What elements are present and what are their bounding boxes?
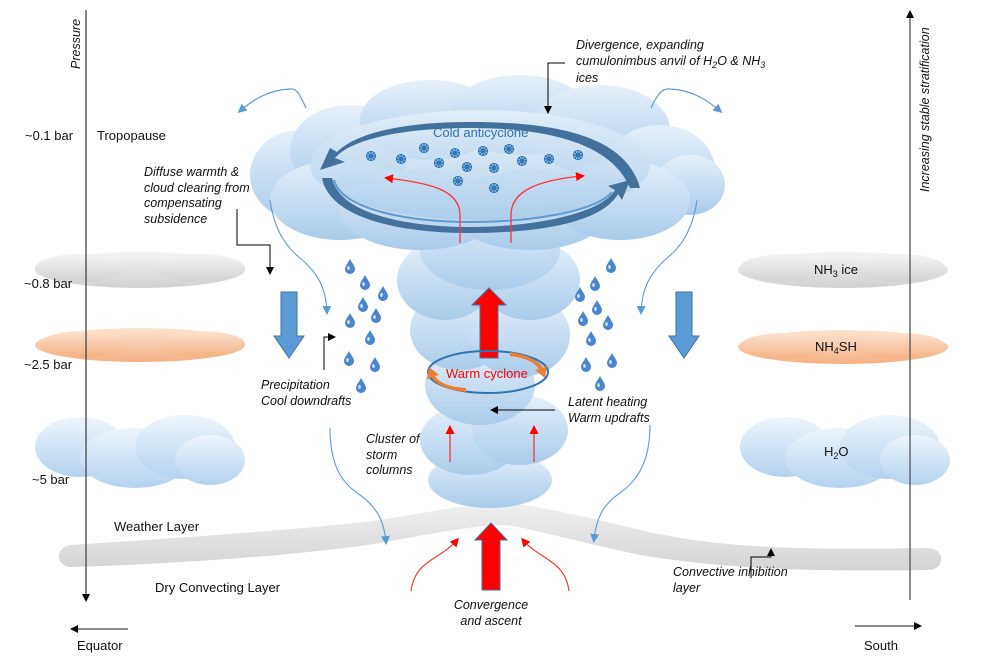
latent-heating-annotation: Latent heating Warm updrafts — [568, 395, 650, 425]
divergence-annotation: Divergence, expanding cumulonimbus anvil… — [576, 38, 766, 85]
pressure-level-0-1-bar: ~0.1 bar — [25, 128, 74, 143]
convergence-annotation: Convergence and ascent — [453, 598, 529, 628]
nh4sh-label: NH4SH — [815, 339, 857, 356]
nh3-ice-cloud-left — [35, 252, 245, 288]
pressure-level-0-8-bar: ~0.8 bar — [24, 276, 73, 291]
pressure-level-2-5-bar: ~2.5 bar — [24, 357, 73, 372]
equator-label: Equator — [77, 638, 123, 653]
updraft-arrow-column — [470, 287, 508, 359]
convergence-main-arrow — [473, 522, 509, 591]
inhibition-annotation: Convective inhibition layer — [673, 565, 788, 595]
raindrops-right — [575, 258, 617, 391]
dry-convecting-layer-label: Dry Convecting Layer — [155, 580, 280, 595]
outflow-arrow-left-top — [237, 88, 307, 113]
precipitation-annotation: Precipitation Cool downdrafts — [261, 378, 352, 408]
outflow-arrow-right-top — [650, 88, 723, 113]
diffuse-pointer — [236, 209, 274, 275]
tropopause-label: Tropopause — [97, 128, 166, 143]
warm-cyclone-label: Warm cyclone — [446, 366, 528, 381]
weather-layer-label: Weather Layer — [114, 519, 200, 534]
h2o-label: H2O — [824, 444, 849, 461]
divergence-pointer — [544, 62, 565, 114]
descent-arrow-left — [329, 427, 390, 545]
inhibition-pointer — [750, 548, 775, 578]
convergence-arrow-right — [521, 537, 570, 592]
warm-cyclone-arrow-right — [510, 352, 547, 378]
pressure-level-5-bar: ~5 bar — [32, 472, 70, 487]
cold-anticyclone-label: Cold anticyclone — [433, 125, 529, 140]
downdraft-arrow-right — [668, 291, 700, 359]
storm-column-cloud — [397, 210, 580, 508]
south-label: South — [864, 638, 898, 653]
nh4sh-cloud-right — [738, 330, 948, 364]
warm-cyclone-arrow-left — [427, 367, 466, 392]
anticyclone-lower-arrow — [322, 178, 630, 233]
nh3-ice-label: NH3 ice — [814, 262, 859, 279]
nh3-ice-cloud-right — [738, 252, 948, 288]
h2o-cloud-right — [740, 415, 950, 488]
pressure-axis-label: Pressure — [69, 18, 83, 69]
divergence-arrow-left — [384, 174, 461, 243]
downdraft-arrow-left — [273, 291, 305, 359]
raindrops-left — [344, 259, 388, 393]
nh4sh-cloud-left — [35, 328, 245, 362]
stratification-axis-label: Increasing stable stratification — [918, 27, 932, 192]
subsidence-arrow-right — [636, 199, 698, 315]
cluster-annotation: Cluster of storm columns — [366, 432, 420, 478]
weather-layer-band — [58, 503, 942, 571]
descent-arrow-right — [590, 424, 651, 543]
diffuse-warmth-annotation: Diffuse warmth & cloud clearing from com… — [144, 165, 250, 226]
precipitation-pointer — [323, 333, 336, 370]
divergence-arrow-right — [510, 172, 585, 243]
convergence-arrow-left — [410, 537, 459, 592]
h2o-cloud-left — [35, 415, 245, 488]
subsidence-arrow-left — [269, 199, 332, 315]
